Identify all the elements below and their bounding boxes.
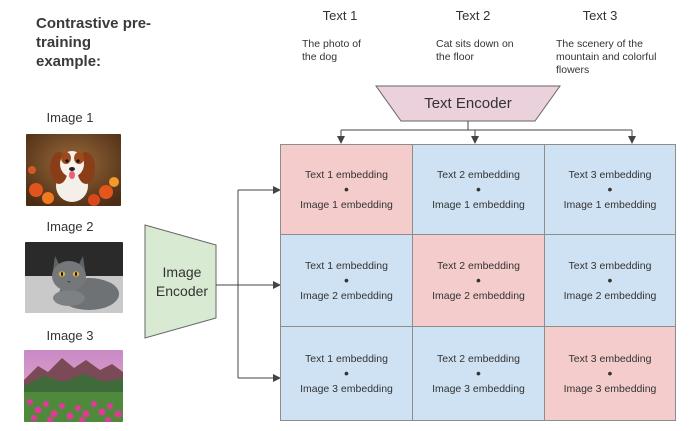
image-encoder-shape bbox=[144, 224, 217, 339]
dot-product-symbol: • bbox=[344, 364, 349, 381]
text-embedding-label: Text 2 embedding bbox=[437, 259, 520, 272]
image-embedding-label: Image 1 embedding bbox=[563, 198, 657, 211]
text-embedding-label: Text 1 embedding bbox=[305, 259, 388, 272]
image-encoder-label-line1: Image bbox=[162, 264, 202, 280]
image-embedding-label: Image 2 embedding bbox=[563, 289, 657, 302]
dot-product-symbol: • bbox=[607, 364, 613, 381]
text-encoder-arrows bbox=[337, 121, 636, 144]
image-2-label: Image 2 bbox=[46, 219, 94, 234]
text-embedding-label: Text 3 embedding bbox=[568, 259, 652, 272]
image-encoder-label-line2: Encoder bbox=[155, 283, 209, 299]
text-2-caption: Cat sits down on the floor bbox=[436, 38, 514, 63]
text-encoder-shape bbox=[375, 85, 561, 122]
image-encoder-arrows bbox=[216, 186, 281, 382]
dot-product-symbol: • bbox=[344, 180, 349, 197]
image-embedding-label: Image 1 embedding bbox=[432, 198, 525, 211]
matrix-cell-r1-c1: Text 1 embedding•Image 1 embedding bbox=[280, 144, 413, 235]
dot-product-symbol: • bbox=[476, 180, 481, 197]
image-embedding-label: Image 3 embedding bbox=[300, 382, 393, 395]
dot-product-symbol: • bbox=[476, 271, 481, 288]
mountain-flowers-photo bbox=[24, 350, 123, 422]
cat-photo bbox=[25, 242, 123, 313]
dot-product-symbol: • bbox=[607, 271, 613, 288]
text-embedding-label: Text 2 embedding bbox=[437, 168, 520, 181]
matrix-cell-r2-c2: Text 2 embedding•Image 2 embedding bbox=[412, 234, 545, 327]
text-1-caption: The photo of the dog bbox=[302, 38, 361, 63]
dog-photo bbox=[26, 134, 121, 206]
text-embedding-label: Text 1 embedding bbox=[305, 168, 388, 181]
text-embedding-label: Text 3 embedding bbox=[568, 352, 652, 365]
text-3-label: Text 3 bbox=[582, 8, 618, 23]
matrix-cell-r3-c1: Text 1 embedding•Image 3 embedding bbox=[280, 326, 413, 421]
text-1-label: Text 1 bbox=[322, 8, 358, 23]
text-embedding-label: Text 1 embedding bbox=[305, 352, 388, 365]
dot-product-symbol: • bbox=[476, 364, 481, 381]
text-3-caption: The scenery of the mountain and colorful… bbox=[556, 38, 657, 76]
matrix-cell-r1-c2: Text 2 embedding•Image 1 embedding bbox=[412, 144, 545, 235]
dot-product-symbol: • bbox=[607, 180, 613, 197]
image-embedding-label: Image 2 embedding bbox=[300, 289, 393, 302]
matrix-cell-r1-c3: Text 3 embedding•Image 1 embedding bbox=[544, 144, 676, 235]
text-2-label: Text 2 bbox=[455, 8, 491, 23]
text-embedding-label: Text 3 embedding bbox=[568, 168, 652, 181]
text-embedding-label: Text 2 embedding bbox=[437, 352, 520, 365]
diagram-title: Contrastive pre-training example: bbox=[36, 15, 152, 70]
dot-product-symbol: • bbox=[344, 271, 349, 288]
matrix-cell-r3-c2: Text 2 embedding•Image 3 embedding bbox=[412, 326, 545, 421]
matrix-cell-r2-c3: Text 3 embedding•Image 2 embedding bbox=[544, 234, 676, 327]
text-encoder-label: Text Encoder bbox=[424, 95, 512, 112]
image-3-label: Image 3 bbox=[46, 328, 94, 343]
image-embedding-label: Image 3 embedding bbox=[563, 382, 657, 395]
matrix-cell-r3-c3: Text 3 embedding•Image 3 embedding bbox=[544, 326, 676, 421]
image-embedding-label: Image 3 embedding bbox=[432, 382, 525, 395]
image-embedding-label: Image 2 embedding bbox=[432, 289, 525, 302]
image-encoder-label: Image Encoder bbox=[145, 263, 219, 301]
matrix-cell-r2-c1: Text 1 embedding•Image 2 embedding bbox=[280, 234, 413, 327]
image-embedding-label: Image 1 embedding bbox=[300, 198, 393, 211]
image-1-label: Image 1 bbox=[46, 110, 94, 125]
